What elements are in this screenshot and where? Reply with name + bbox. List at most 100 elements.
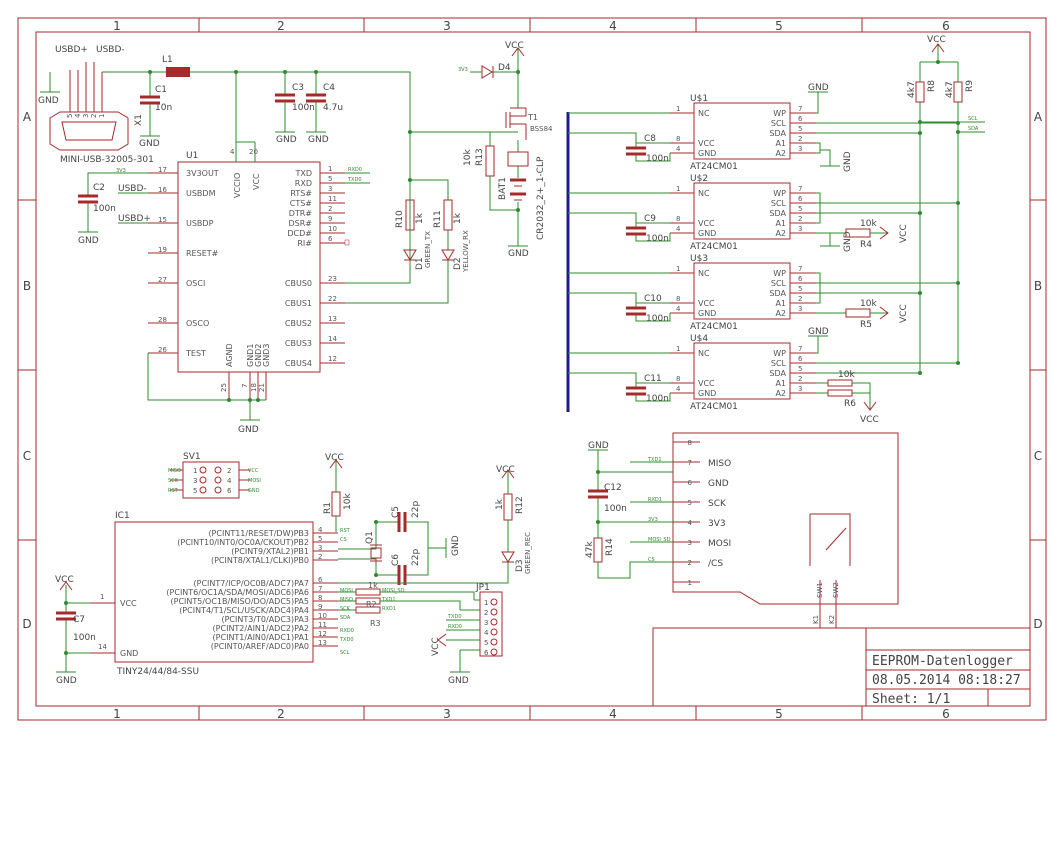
resistor-r12: VCC 1k R12 [495,465,525,552]
ic1-pin-label: (PCINT6/OC1A/SDA/MOSI/ADC6)PA6 [166,588,309,597]
u1-pin-num: 19 [158,246,167,254]
usb-gnd: GND [38,72,60,106]
jp1-pin: 1 [484,599,488,607]
net-cs: CS [340,537,347,543]
ic1-pin-label: (PCINT11/RESET/DW)PB3 [208,529,309,538]
u1-pin-num: 14 [328,335,337,343]
diode-d4: 3V3 D4 [458,63,520,79]
eeprom-pin-label: SDA [769,369,786,378]
u1-pin-num: 11 [328,195,337,203]
t1-label: T1 [527,113,538,122]
eeprom-pin-num: 7 [798,345,802,353]
eeprom-pin-num: 5 [798,125,802,133]
resistor-r10: R10 1k [395,199,425,250]
eeprom-pin-num: 6 [798,355,803,363]
usb-pin-3: 3 [82,114,90,118]
gnd-label: GND [448,676,469,686]
capacitor-c2: C2 100n GND [78,183,116,246]
gnd-label: GND [139,139,160,149]
title-block-sheet: Sheet: 1/1 [872,692,950,707]
u1-pin-label: CBUS0 [285,279,312,288]
net-mosi: MOSI [340,588,353,594]
eeprom-cap-label: C9 [644,214,656,224]
l1-label: L1 [162,55,173,65]
eeprom-pin-label: NC [698,269,710,278]
ic1-pin-num: 1 [100,593,104,601]
ic1-pin-label: (PCINT2/AIN1/ADC2)PA2 [213,624,309,633]
sd-pin-num: 7 [688,459,692,467]
ic1-pin-num: 13 [318,639,327,647]
grid-col-6: 6 [942,707,950,721]
c12-value: 100n [604,504,627,514]
ic1-pin-label: (PCINT5/OC1B/MISO/DO/ADC5)PA5 [171,597,310,606]
u1-pin-label: GND3 [262,344,271,367]
r89-value: 4k7 [945,81,955,98]
eeprom-pin-label: A2 [775,149,786,158]
gnd-label: GND [451,535,461,556]
grid-col-5: 5 [775,19,783,33]
u1-pin-label: VCCIO [233,173,242,198]
r14-value: 47k [585,541,595,558]
c1-label: C1 [155,85,167,95]
capacitor-c1: C1 10n GND [139,72,172,149]
u1-pin-label: TEST [185,349,206,358]
u1-pin-label: GND1 [246,344,255,367]
sd-pin-label: SCK [708,499,727,509]
eeprom-pin-num: 4 [676,225,681,233]
u1-pin-num: 3 [328,185,332,193]
sd-pin-label: MISO [708,459,731,469]
resistor-r1: VCC R1 10k [323,453,353,532]
net-sck: SCK [340,606,351,612]
net-usbd-plus: USBD+ [118,214,151,224]
u1-pin-num: 20 [249,148,258,156]
ic1-pin-num: 12 [318,630,327,638]
eeprom-pin-num: 2 [798,215,802,223]
eeprom-pin-label: VCC [698,139,715,148]
eeprom-pin-num: 2 [798,135,802,143]
jp1-pin: 5 [484,639,488,647]
grid-col-1: 1 [113,707,121,721]
r1-value: 10k [343,493,353,510]
r5-value: 10k [860,299,877,309]
net-scl: SCL [340,650,350,656]
eeprom-pin-label: GND [698,229,716,238]
grid-row-d: D [22,617,31,631]
r13-value: 10k [463,149,473,166]
u1-pin-label: DSR# [289,219,313,228]
ic1-pin-label: (PCINT3/T0/ADC3)PA3 [221,615,309,624]
d1-label: D1 [415,257,425,270]
eeprom-pin-num: 1 [676,265,680,273]
eeprom-cap-label: C8 [644,134,656,144]
grid-row-b: B [23,279,31,293]
net-txd1: TXD1 [381,597,396,603]
gnd-label: GND [38,96,59,106]
sv1-pin-num: 1 [193,467,197,475]
u1-pin-label: CTS# [290,199,313,208]
r9-label: R9 [965,80,975,92]
ic1-pin-num: 7 [318,585,322,593]
mosfet-t1: T1 BSS84 [490,72,553,140]
gnd-label: GND [843,231,853,252]
eeprom-pin-label: A2 [775,309,786,318]
u1-pin-num: 15 [158,216,167,224]
u1-pin-num: 16 [158,186,167,194]
title-block-date: 08.05.2014 08:18:27 [872,673,1021,688]
t1-value: BSS84 [530,125,553,133]
sd-pin-label: /CS [708,559,723,569]
u1-pin-label: TXD [294,169,312,178]
eeprom-pin-label: SCL [771,119,787,128]
r11-value: 1k [453,212,463,224]
sd-pin-num: 5 [688,499,692,507]
inductor-l1: L1 [102,55,411,132]
eeprom-pin-num: 4 [676,385,681,393]
u1-pin-label: RESET# [186,249,219,258]
eeprom-pin-label: GND [698,149,716,158]
eeprom-pin-label: WP [773,349,786,358]
sv1-label: SV1 [183,452,201,462]
grid-row-a: A [23,110,32,124]
u1-pin-num: 28 [158,316,167,324]
eeprom-pin-num: 5 [798,365,802,373]
eeprom-pin-label: NC [698,189,710,198]
eeprom-pin-label: WP [773,269,786,278]
